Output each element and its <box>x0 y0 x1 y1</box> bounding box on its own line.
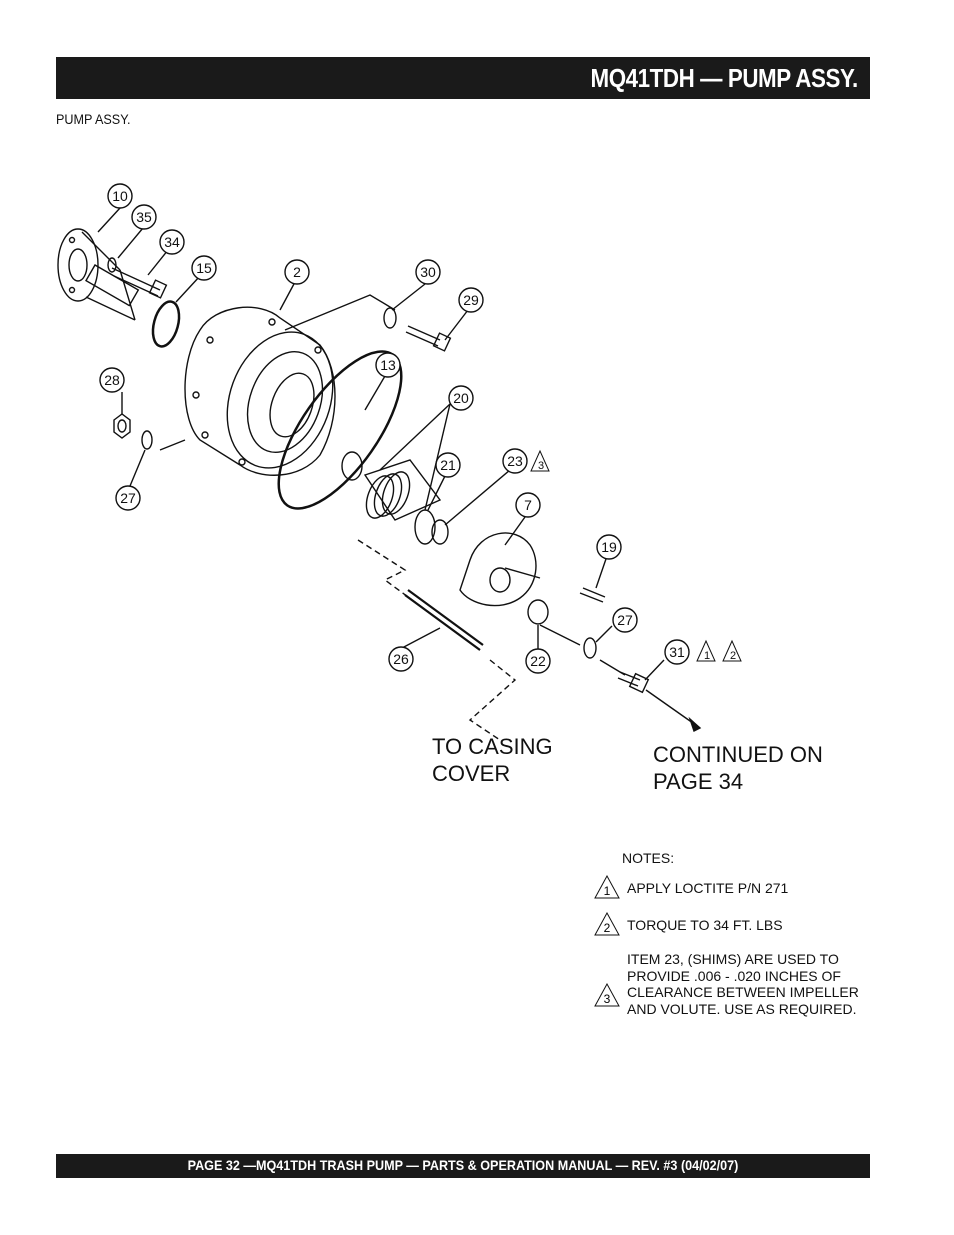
continued-label: CONTINUED ON PAGE 34 <box>653 742 823 794</box>
impeller-part <box>459 532 541 607</box>
balloon-22: 22 <box>525 648 551 674</box>
volute-housing-part <box>184 306 336 476</box>
washer-27b-part <box>583 637 597 659</box>
warning-triangle-icon: 1 <box>594 875 620 899</box>
balloon-15: 15 <box>191 255 217 281</box>
washer-35-part <box>107 257 117 273</box>
bolt-34-part <box>111 267 168 299</box>
footer-text: PAGE 32 —MQ41TDH TRASH PUMP — PARTS & OP… <box>187 1157 739 1173</box>
balloon-23: 23 <box>502 448 528 474</box>
flange-part <box>57 228 140 321</box>
note-1-text: APPLY LOCTITE P/N 271 <box>627 880 789 896</box>
svg-text:3: 3 <box>538 460 544 472</box>
svg-text:35: 35 <box>136 209 152 225</box>
warning-triangle-icon: 2 <box>594 912 620 936</box>
balloon-27a: 27 <box>115 485 141 511</box>
svg-text:27: 27 <box>120 490 136 506</box>
header-bar: MQ41TDH — PUMP ASSY. <box>56 57 870 99</box>
svg-text:23: 23 <box>507 453 523 469</box>
svg-text:31: 31 <box>669 644 685 660</box>
oring-15-part <box>151 300 181 348</box>
footer-bar: PAGE 32 —MQ41TDH TRASH PUMP — PARTS & OP… <box>56 1154 870 1178</box>
washer-22-part <box>527 599 549 625</box>
balloon-13: 13 <box>375 352 401 378</box>
svg-text:1: 1 <box>604 884 611 898</box>
svg-text:20: 20 <box>453 390 469 406</box>
balloon-26: 26 <box>388 646 414 672</box>
balloon-31: 31 <box>664 639 690 665</box>
balloon-2: 2 <box>284 259 310 285</box>
svg-text:26: 26 <box>393 651 409 667</box>
svg-text:3: 3 <box>604 992 611 1006</box>
svg-text:15: 15 <box>196 260 212 276</box>
note-mark-3-on-23: 3 <box>530 449 550 472</box>
bolt-31-part <box>617 671 650 694</box>
balloon-10: 10 <box>107 183 133 209</box>
svg-text:22: 22 <box>530 653 546 669</box>
svg-text:1: 1 <box>704 650 710 662</box>
nut-28-part <box>113 413 131 439</box>
balloon-34: 34 <box>159 229 185 255</box>
svg-text:28: 28 <box>104 372 120 388</box>
note-3-text: ITEM 23, (SHIMS) ARE USED TO PROVIDE .00… <box>627 951 859 1017</box>
svg-text:7: 7 <box>524 497 532 513</box>
shim-23-part <box>431 519 449 545</box>
to-casing-cover-label: TO CASING COVER <box>432 734 553 786</box>
shaft-seal-part <box>363 459 442 521</box>
balloon-35: 35 <box>131 204 157 230</box>
washer-27a-part <box>141 430 153 450</box>
pin-19-part <box>579 587 606 603</box>
balloon-27b: 27 <box>612 607 638 633</box>
svg-text:2: 2 <box>293 264 301 280</box>
svg-text:19: 19 <box>601 539 617 555</box>
note-mark-2-on-31: 2 <box>722 639 742 662</box>
notes-title: NOTES: <box>622 850 675 866</box>
note-mark-1-on-31: 1 <box>696 639 716 662</box>
warning-triangle-icon: 3 <box>594 983 620 1007</box>
svg-text:34: 34 <box>164 234 180 250</box>
svg-text:29: 29 <box>463 292 479 308</box>
svg-text:30: 30 <box>420 264 436 280</box>
balloon-19: 19 <box>596 534 622 560</box>
bolt-29-part <box>405 325 452 352</box>
note-2-text: TORQUE TO 34 FT. LBS <box>627 917 783 933</box>
washer-30-part <box>383 307 397 329</box>
svg-text:27: 27 <box>617 612 633 628</box>
balloon-28: 28 <box>99 367 125 393</box>
section-label: PUMP ASSY. <box>56 111 131 127</box>
svg-text:2: 2 <box>730 650 736 662</box>
balloon-21: 21 <box>435 452 461 478</box>
balloon-7: 7 <box>515 492 541 518</box>
svg-text:2: 2 <box>604 921 611 935</box>
balloon-29: 29 <box>458 287 484 313</box>
balloon-20: 20 <box>448 385 474 411</box>
page-title: MQ41TDH — PUMP ASSY. <box>590 63 859 93</box>
svg-text:10: 10 <box>112 188 128 204</box>
balloon-30: 30 <box>415 259 441 285</box>
svg-text:21: 21 <box>440 457 456 473</box>
svg-text:13: 13 <box>380 357 396 373</box>
